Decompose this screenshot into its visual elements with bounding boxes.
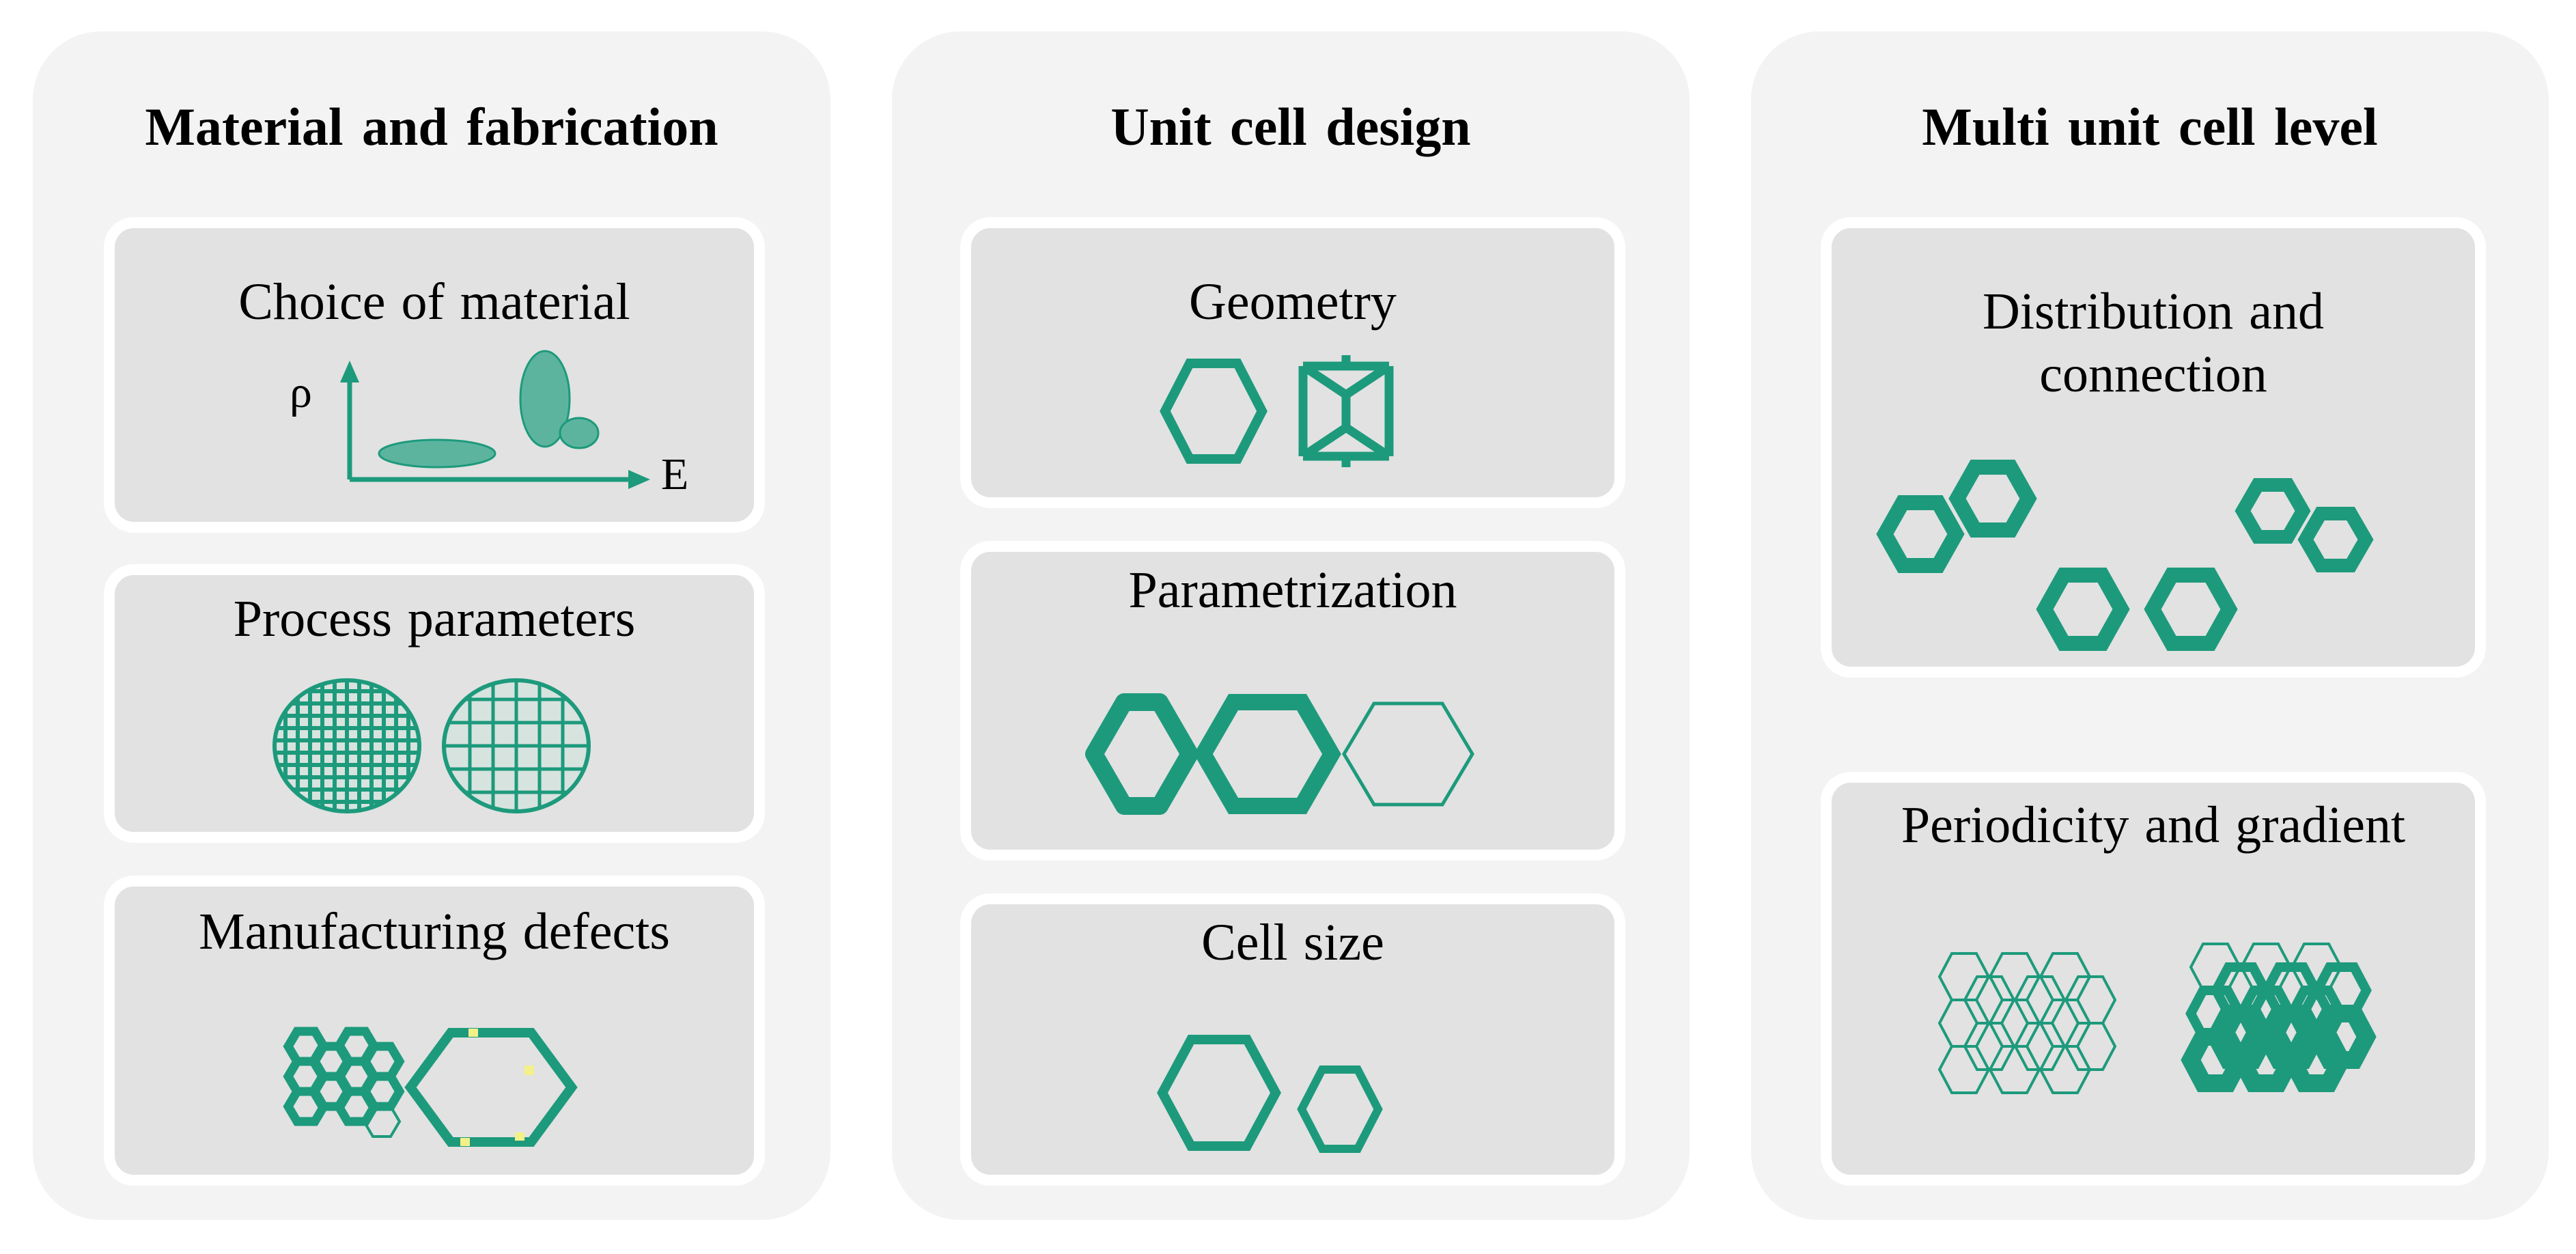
defect-spot-3 (460, 1138, 470, 1146)
column-unit-cell-design: Unit cell design Geometry Parametrizatio… (892, 31, 1690, 1220)
small-hexagon (1297, 1065, 1383, 1153)
column-title: Multi unit cell level (1922, 97, 2378, 156)
defect-spot-1 (524, 1065, 534, 1075)
card-title: Manufacturing defects (199, 903, 670, 960)
card-title: Process parameters (233, 590, 636, 647)
material-region-2 (519, 350, 571, 448)
coarse-scan-outline (442, 678, 591, 813)
card-manufacturing-defects: Manufacturing defects (104, 876, 765, 1186)
distribution-shapes (1876, 460, 2374, 651)
card-distribution-connection: Distribution and connection (1821, 217, 2486, 678)
rounded-thick-hexagon (1085, 693, 1199, 815)
honeycomb-with-defects (283, 1027, 405, 1126)
thin-defect-cell (362, 1105, 402, 1138)
card-title: Distribution and connection (1832, 280, 2475, 406)
defect-spot-2 (468, 1029, 478, 1037)
thick-hexagon (1194, 694, 1341, 814)
gradient-lattice-thick (2181, 1005, 2377, 1092)
thin-hexagon (1342, 701, 1474, 807)
material-region-3 (559, 417, 600, 449)
card-parametrization: Parametrization (960, 541, 1625, 861)
card-choice-of-material: Choice of material ρ E (104, 217, 765, 533)
card-geometry: Geometry (960, 217, 1625, 508)
card-title: Parametrization (1128, 561, 1457, 619)
large-hexagon (1157, 1035, 1281, 1151)
column-title: Unit cell design (1110, 97, 1471, 156)
card-title-line-2: connection (2039, 346, 2267, 403)
defect-illustrations (283, 1027, 578, 1147)
process-grid-illustrations (272, 678, 591, 813)
x-axis-arrowhead (628, 470, 650, 489)
card-periodicity-gradient: Periodicity and gradient (1821, 772, 2486, 1186)
connected-pair-3 (2235, 478, 2374, 572)
column-title: Material and fabrication (145, 97, 718, 156)
defect-spot-4 (515, 1132, 524, 1141)
periodicity-shapes (1937, 943, 2377, 1094)
hexagon-with-defects (404, 1028, 578, 1147)
geometry-shapes (1160, 355, 1394, 467)
coarse-scan-grid (444, 680, 589, 811)
material-property-plot: ρ E (290, 350, 688, 499)
card-title: Choice of material (238, 273, 630, 331)
y-axis-arrowhead (340, 361, 359, 382)
column-material-fabrication: Material and fabrication Choice of mater… (33, 31, 830, 1220)
card-cell-size: Cell size (960, 893, 1625, 1186)
axis-label-modulus: E (661, 449, 688, 499)
regular-hexagon (1160, 359, 1268, 464)
card-title: Cell size (1201, 914, 1384, 971)
card-title: Periodicity and gradient (1901, 796, 2406, 854)
card-process-parameters: Process parameters (104, 564, 765, 843)
reentrant-auxetic-cell (1298, 355, 1394, 467)
material-region-1 (378, 438, 496, 469)
cell-size-shapes (1157, 1035, 1383, 1153)
parametrization-shapes (1085, 693, 1474, 815)
axis-label-density: ρ (290, 367, 312, 417)
connected-pair-1 (1876, 460, 2037, 573)
fine-scan-outline (272, 678, 421, 813)
periodic-lattice (1937, 952, 2117, 1094)
card-title-line-1: Distribution and (1982, 283, 2325, 340)
column-multi-unit-cell-level: Multi unit cell level Distribution and c… (1751, 31, 2549, 1220)
card-title: Geometry (1189, 273, 1397, 331)
connected-pair-2 (2036, 568, 2238, 651)
